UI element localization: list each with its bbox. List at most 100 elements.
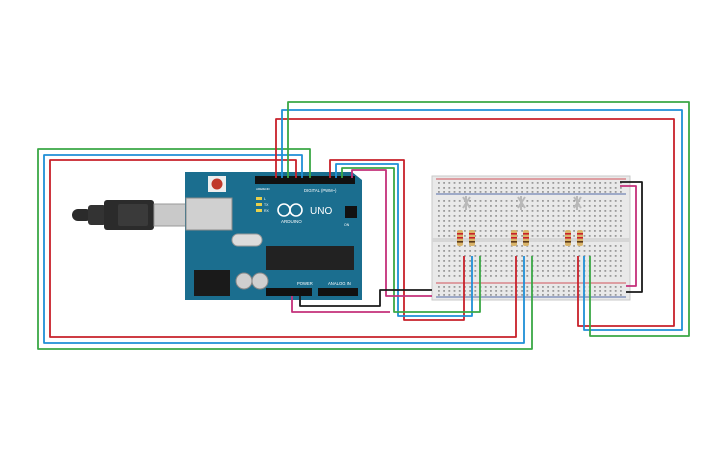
breadboard-hole[interactable]	[609, 294, 612, 296]
breadboard-hole[interactable]	[458, 290, 461, 292]
breadboard-hole[interactable]	[594, 294, 596, 296]
breadboard-hole[interactable]	[443, 286, 445, 288]
breadboard-hole[interactable]	[542, 200, 544, 202]
breadboard-hole[interactable]	[474, 265, 477, 267]
breadboard-hole[interactable]	[474, 294, 477, 296]
breadboard-hole[interactable]	[588, 230, 591, 232]
breadboard-hole[interactable]	[562, 250, 565, 252]
breadboard-hole[interactable]	[552, 260, 555, 262]
breadboard-hole[interactable]	[583, 182, 586, 184]
breadboard-hole[interactable]	[536, 220, 539, 222]
breadboard-hole[interactable]	[536, 255, 539, 257]
breadboard-hole[interactable]	[521, 225, 523, 227]
breadboard-hole[interactable]	[552, 182, 555, 184]
breadboard-hole[interactable]	[604, 260, 607, 262]
breadboard-hole[interactable]	[542, 215, 544, 217]
breadboard-hole[interactable]	[547, 210, 549, 212]
breadboard-hole[interactable]	[604, 294, 607, 296]
breadboard-hole[interactable]	[536, 182, 539, 184]
breadboard-hole[interactable]	[510, 225, 513, 227]
breadboard-hole[interactable]	[557, 245, 560, 247]
breadboard-hole[interactable]	[469, 250, 471, 252]
breadboard-hole[interactable]	[458, 255, 461, 257]
breadboard-hole[interactable]	[474, 250, 477, 252]
breadboard-hole[interactable]	[438, 210, 440, 212]
breadboard-hole[interactable]	[562, 225, 565, 227]
breadboard-hole[interactable]	[573, 290, 575, 292]
breadboard-hole[interactable]	[521, 290, 523, 292]
breadboard-hole[interactable]	[552, 235, 555, 237]
breadboard-hole[interactable]	[521, 286, 523, 288]
breadboard-hole[interactable]	[594, 250, 596, 252]
breadboard-hole[interactable]	[448, 275, 451, 277]
breadboard-hole[interactable]	[557, 255, 560, 257]
breadboard-hole[interactable]	[495, 230, 497, 232]
breadboard-hole[interactable]	[562, 230, 565, 232]
breadboard-hole[interactable]	[536, 265, 539, 267]
breadboard-hole[interactable]	[547, 191, 549, 193]
breadboard-hole[interactable]	[474, 182, 477, 184]
breadboard-hole[interactable]	[542, 294, 544, 296]
breadboard-hole[interactable]	[505, 294, 508, 296]
breadboard-hole[interactable]	[599, 205, 601, 207]
breadboard-hole[interactable]	[583, 205, 586, 207]
breadboard-hole[interactable]	[620, 191, 622, 193]
breadboard-hole[interactable]	[469, 260, 471, 262]
breadboard-hole[interactable]	[599, 275, 601, 277]
breadboard-hole[interactable]	[568, 290, 570, 292]
breadboard-hole[interactable]	[448, 210, 451, 212]
breadboard-hole[interactable]	[490, 245, 492, 247]
breadboard-hole[interactable]	[542, 210, 544, 212]
breadboard-hole[interactable]	[609, 250, 612, 252]
breadboard-hole[interactable]	[495, 187, 497, 189]
breadboard-hole[interactable]	[609, 191, 612, 193]
breadboard-hole[interactable]	[458, 215, 461, 217]
breadboard-hole[interactable]	[500, 215, 503, 217]
breadboard-hole[interactable]	[495, 270, 497, 272]
breadboard-hole[interactable]	[552, 200, 555, 202]
breadboard-hole[interactable]	[521, 205, 523, 207]
breadboard-hole[interactable]	[474, 290, 477, 292]
wire-green-right[interactable]	[341, 167, 481, 313]
breadboard-hole[interactable]	[620, 255, 622, 257]
breadboard-hole[interactable]	[583, 191, 586, 193]
breadboard-hole[interactable]	[536, 294, 539, 296]
breadboard-hole[interactable]	[516, 290, 518, 292]
breadboard-hole[interactable]	[578, 225, 581, 227]
breadboard-hole[interactable]	[562, 215, 565, 217]
breadboard-hole[interactable]	[620, 205, 622, 207]
breadboard-hole[interactable]	[443, 191, 445, 193]
breadboard-hole[interactable]	[448, 191, 451, 193]
resistors[interactable]	[457, 230, 583, 246]
breadboard-hole[interactable]	[474, 200, 477, 202]
breadboard-hole[interactable]	[458, 294, 461, 296]
breadboard-hole[interactable]	[453, 294, 456, 296]
breadboard-hole[interactable]	[448, 235, 451, 237]
breadboard-hole[interactable]	[500, 265, 503, 267]
breadboard-hole[interactable]	[474, 260, 477, 262]
breadboard-hole[interactable]	[458, 260, 461, 262]
breadboard-hole[interactable]	[443, 255, 445, 257]
breadboard-hole[interactable]	[484, 290, 487, 292]
breadboard-hole[interactable]	[562, 294, 565, 296]
breadboard-hole[interactable]	[458, 265, 461, 267]
breadboard-hole[interactable]	[536, 187, 539, 189]
breadboard-hole[interactable]	[448, 270, 451, 272]
breadboard-hole[interactable]	[448, 187, 451, 189]
breadboard-hole[interactable]	[583, 235, 586, 237]
breadboard-hole[interactable]	[557, 182, 560, 184]
breadboard-hole[interactable]	[469, 182, 471, 184]
breadboard-hole[interactable]	[573, 200, 575, 202]
breadboard-hole[interactable]	[573, 187, 575, 189]
breadboard-hole[interactable]	[562, 255, 565, 257]
breadboard-hole[interactable]	[490, 260, 492, 262]
breadboard-hole[interactable]	[505, 255, 508, 257]
breadboard-hole[interactable]	[521, 230, 523, 232]
wire-blue-right[interactable]	[335, 163, 473, 317]
breadboard-hole[interactable]	[500, 294, 503, 296]
breadboard-hole[interactable]	[620, 210, 622, 212]
breadboard-hole[interactable]	[578, 260, 581, 262]
breadboard-hole[interactable]	[453, 215, 456, 217]
breadboard-hole[interactable]	[474, 220, 477, 222]
breadboard-hole[interactable]	[536, 270, 539, 272]
